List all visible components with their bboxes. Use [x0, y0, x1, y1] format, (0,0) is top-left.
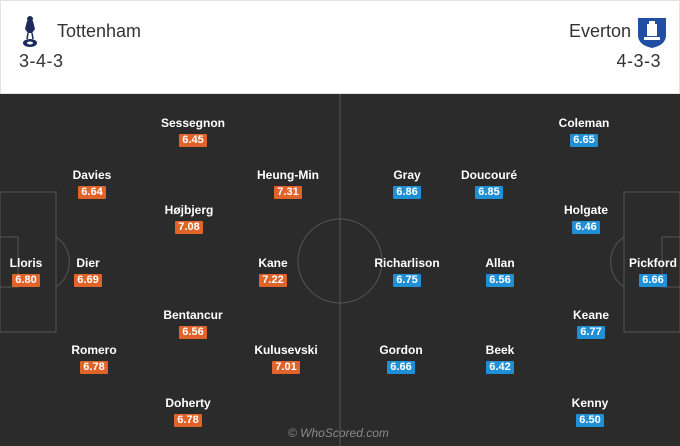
player-rating: 6.80 — [12, 274, 40, 287]
player-rating: 6.66 — [387, 361, 415, 374]
player-doherty[interactable]: Doherty 6.78 — [143, 396, 233, 428]
player-name: Kulusevski — [254, 343, 318, 357]
player-name: Beek — [485, 343, 515, 357]
away-team-name: Everton — [568, 21, 631, 41]
player-rating: 6.46 — [572, 221, 600, 234]
player-name: Kenny — [571, 396, 609, 410]
player-coleman[interactable]: Coleman 6.65 — [539, 116, 629, 148]
player-holgate[interactable]: Holgate 6.46 — [541, 203, 631, 235]
player-name: Pickford — [628, 256, 677, 270]
player-rating: 6.75 — [393, 274, 421, 287]
player-name: Keane — [572, 308, 610, 322]
player-rating: 6.56 — [179, 326, 207, 339]
player-rating: 6.69 — [74, 274, 102, 287]
player-name: Davies — [72, 168, 112, 182]
player-rating: 6.50 — [576, 414, 604, 427]
player-rating: 7.22 — [259, 274, 287, 287]
player-kane[interactable]: Kane 7.22 — [228, 256, 318, 288]
player-rating: 7.08 — [175, 221, 203, 234]
player-gray[interactable]: Gray 6.86 — [362, 168, 452, 200]
player-rating: 6.56 — [486, 274, 514, 287]
home-formation: 3-4-3 — [19, 51, 64, 71]
pitch-markings — [0, 94, 680, 446]
player-name: Dier — [76, 256, 100, 270]
player-name: Lloris — [9, 256, 43, 270]
player-rating: 6.45 — [179, 134, 207, 147]
player-heung-min[interactable]: Heung-Min 7.31 — [243, 168, 333, 200]
player-name: Gray — [393, 168, 421, 182]
home-team-name: Tottenham — [57, 21, 142, 41]
player-beek[interactable]: Beek 6.42 — [455, 343, 545, 375]
whoscored-watermark: © WhoScored.com — [288, 426, 389, 440]
player-rating: 6.78 — [174, 414, 202, 427]
player-rating: 6.64 — [78, 186, 106, 199]
player-rating: 6.65 — [570, 134, 598, 147]
player-name: Coleman — [558, 116, 610, 130]
player-name: Sessegnon — [160, 116, 226, 130]
player-dier[interactable]: Dier 6.69 — [43, 256, 133, 288]
player-name: Holgate — [563, 203, 608, 217]
tottenham-crest-icon — [23, 16, 37, 47]
player-name: Allan — [485, 256, 515, 270]
player-keane[interactable]: Keane 6.77 — [546, 308, 636, 340]
player-name: Doherty — [165, 396, 211, 410]
player-rating: 6.66 — [639, 274, 667, 287]
player-rating: 6.85 — [475, 186, 503, 199]
player-name: Romero — [71, 343, 117, 357]
player-name: Højbjerg — [164, 203, 214, 217]
player-rating: 6.42 — [486, 361, 514, 374]
player-sessegnon[interactable]: Sessegnon 6.45 — [148, 116, 238, 148]
player-name: Doucouré — [460, 168, 517, 182]
player-richarlison[interactable]: Richarlison 6.75 — [362, 256, 452, 288]
player-doucoure[interactable]: Doucouré 6.85 — [444, 168, 534, 200]
player-bentancur[interactable]: Bentancur 6.56 — [148, 308, 238, 340]
everton-crest-icon — [638, 18, 666, 48]
player-allan[interactable]: Allan 6.56 — [455, 256, 545, 288]
player-name: Gordon — [379, 343, 423, 357]
player-name: Kane — [258, 256, 288, 270]
player-name: Bentancur — [163, 308, 223, 322]
player-rating: 6.78 — [80, 361, 108, 374]
player-rating: 7.01 — [272, 361, 300, 374]
player-kenny[interactable]: Kenny 6.50 — [545, 396, 635, 428]
player-name: Heung-Min — [257, 168, 319, 182]
player-kulusevski[interactable]: Kulusevski 7.01 — [241, 343, 331, 375]
player-rating: 6.86 — [393, 186, 421, 199]
pitch — [0, 94, 680, 446]
player-pickford[interactable]: Pickford 6.66 — [608, 256, 680, 288]
player-gordon[interactable]: Gordon 6.66 — [356, 343, 446, 375]
player-rating: 6.77 — [577, 326, 605, 339]
player-romero[interactable]: Romero 6.78 — [49, 343, 139, 375]
player-lloris[interactable]: Lloris 6.80 — [0, 256, 71, 288]
player-name: Richarlison — [374, 256, 440, 270]
player-rating: 7.31 — [274, 186, 302, 199]
player-davies[interactable]: Davies 6.64 — [47, 168, 137, 200]
player-hojbjerg[interactable]: Højbjerg 7.08 — [144, 203, 234, 235]
away-formation: 4-3-3 — [616, 51, 661, 71]
match-header: Tottenham 3-4-3 Everton 4-3-3 — [0, 0, 680, 94]
